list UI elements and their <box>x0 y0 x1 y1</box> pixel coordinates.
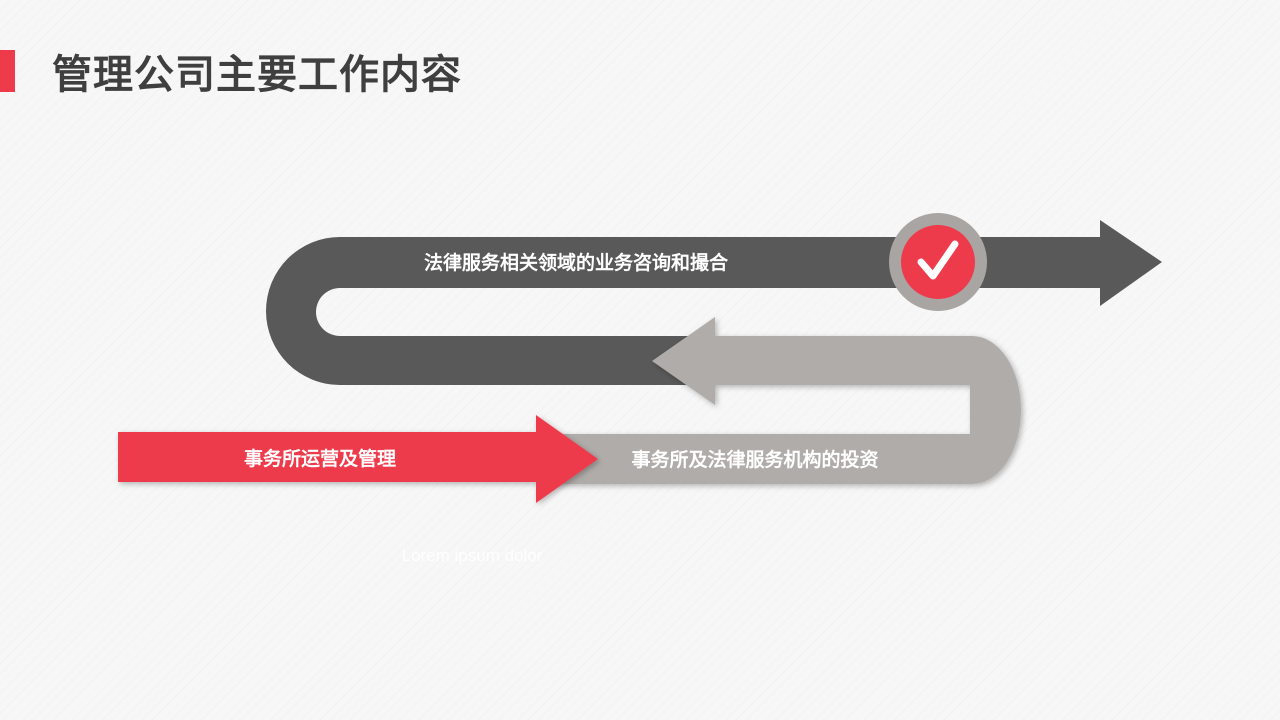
page-title: 管理公司主要工作内容 <box>52 52 462 98</box>
checkmark-icon <box>917 240 959 280</box>
step-2-label: 事务所及法律服务机构的投资 <box>631 448 878 471</box>
step-2-arrow <box>540 317 1021 484</box>
step-1-label: 事务所运营及管理 <box>244 447 396 470</box>
step-3-label: 法律服务相关领域的业务咨询和撮合 <box>424 251 729 274</box>
title-accent-bar <box>0 50 15 92</box>
ghost-placeholder-text: Lorem ipsum dolor <box>402 546 543 565</box>
check-badge <box>889 213 987 311</box>
step-1-arrow <box>118 415 598 503</box>
